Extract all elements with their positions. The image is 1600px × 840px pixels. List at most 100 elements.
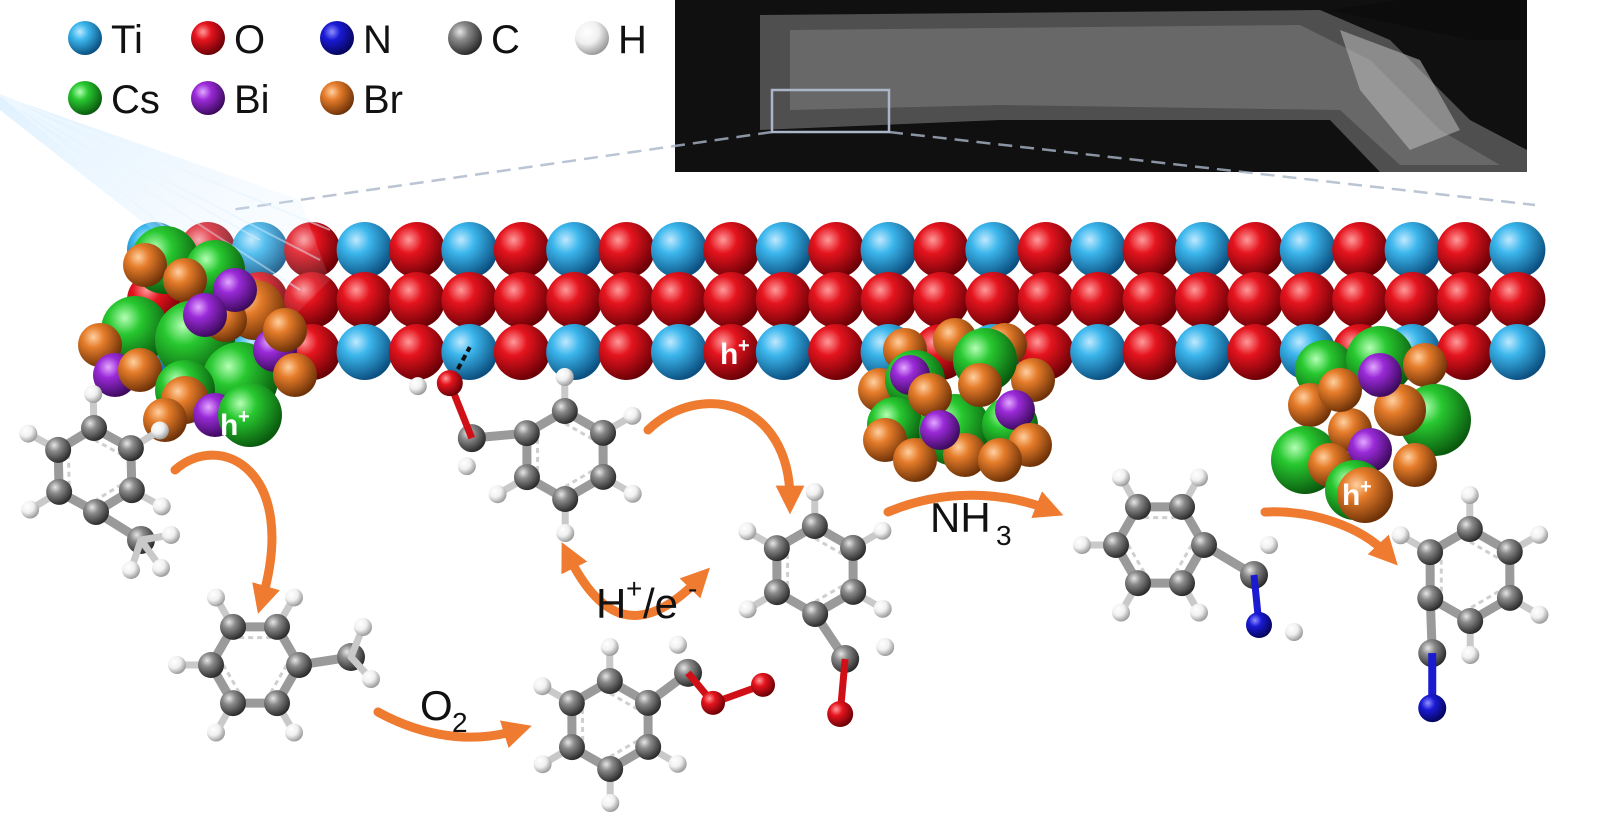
slab-o-atom <box>1437 272 1493 328</box>
hydrogen-atom <box>600 638 619 657</box>
tem-micrograph <box>229 0 1536 212</box>
slab-o-atom <box>1332 222 1389 278</box>
nh3-label: NH 3 <box>930 494 1012 551</box>
legend-item-cs: Cs <box>68 78 160 122</box>
carbon-atom <box>1103 532 1129 558</box>
br-atom <box>1318 368 1362 412</box>
slab-o-atom <box>1227 272 1284 328</box>
carbon-atom <box>81 415 108 442</box>
slab-o-atom <box>703 222 760 278</box>
br-atom <box>978 438 1022 482</box>
slab-o-atom <box>1122 324 1179 380</box>
hydrogen-atom <box>168 656 186 674</box>
slab-o-atom <box>965 272 1022 328</box>
e-minus-superscript: - <box>688 573 697 604</box>
hydrogen-atom <box>1112 468 1130 487</box>
legend-item-n: N <box>320 18 392 62</box>
legend-swatch-h <box>575 21 609 55</box>
slab-o-atom <box>913 272 969 328</box>
slab-o-atom <box>336 272 393 328</box>
hydrogen-atom <box>623 484 642 503</box>
legend-label-bi: Bi <box>234 78 270 122</box>
carbon-atom <box>1496 538 1523 565</box>
legend-label-n: N <box>363 18 392 62</box>
legend-item-o: O <box>191 18 265 62</box>
carbon-atom <box>264 690 290 717</box>
legend-item-h: H <box>575 18 647 62</box>
slab-ti-atom <box>1175 324 1231 380</box>
slab-o-atom <box>1227 222 1284 278</box>
br-atom <box>118 348 162 392</box>
br-atom <box>958 363 1002 407</box>
br-atom <box>1337 467 1393 523</box>
slab-ti-atom <box>651 324 707 380</box>
carbon-atom <box>590 463 617 490</box>
nh3-text: NH <box>930 494 991 541</box>
hydrogen-atom <box>1530 605 1549 624</box>
legend-swatch-n <box>320 21 354 55</box>
slab-ti-atom <box>1489 222 1546 278</box>
hydrogen-atom <box>738 600 757 619</box>
slab-ti-atom <box>1279 222 1336 278</box>
slab-o-atom <box>493 222 550 278</box>
slab-ti-atom <box>1489 324 1546 380</box>
slab-o-atom <box>808 222 865 278</box>
hole-symbol: h <box>720 338 738 371</box>
hole-symbol: h <box>1342 479 1360 512</box>
br-atom <box>1374 384 1426 436</box>
br-atom <box>263 308 307 352</box>
hydrogen-atom <box>555 368 574 387</box>
molecule-benzylperoxy <box>533 635 776 812</box>
hydrogen-atom <box>207 588 225 607</box>
slab-o-atom <box>1122 272 1179 328</box>
carbon-atom <box>551 398 578 425</box>
molecules <box>19 346 1549 812</box>
legend-item-c: C <box>448 18 520 62</box>
slab-o-atom <box>1227 324 1284 380</box>
legend-label-h: H <box>618 18 647 62</box>
hydrogen-atom <box>354 618 372 636</box>
hydrogen-atom <box>738 522 757 541</box>
hydrogen-atom <box>285 588 303 607</box>
slab-ti-atom <box>441 222 498 278</box>
slab-o-atom <box>389 324 445 380</box>
slab-hole: h+ <box>720 335 750 371</box>
slab-ti-atom <box>546 324 603 380</box>
hydrogen-atom <box>876 637 895 656</box>
legend-item-br: Br <box>320 78 403 122</box>
carbon-atom <box>118 477 145 504</box>
o2-subscript: 2 <box>452 707 468 738</box>
carbon-atom <box>763 535 790 562</box>
nh3-subscript: 3 <box>996 520 1012 551</box>
hydrogen-atom <box>601 793 620 812</box>
carbon-atom <box>1456 516 1483 543</box>
slab-o-atom <box>1017 222 1074 278</box>
carbon-atom <box>840 578 867 605</box>
legend-swatch-cs <box>68 81 102 115</box>
hydrogen-atom <box>873 521 892 540</box>
carbon-atom <box>558 734 585 761</box>
slab-ti-atom <box>336 324 393 380</box>
carbon-atom <box>1169 570 1195 597</box>
hydrogen-atom <box>84 385 103 404</box>
hydrogen-atom <box>1112 603 1130 622</box>
arrow-nh3 <box>883 490 1064 519</box>
slab-ti-atom <box>651 222 707 278</box>
legend-swatch-o <box>191 21 225 55</box>
hydrogen-atom <box>152 497 171 516</box>
h-plus-e-label: H + /e - <box>596 573 697 627</box>
cluster-left-hole: h+ <box>220 406 250 442</box>
nitrogen-atom <box>1246 612 1272 638</box>
molecule-toluene <box>19 385 180 579</box>
slab-o-atom <box>1384 272 1441 328</box>
hydrogen-atom <box>1190 468 1208 487</box>
hydrogen-atom <box>1530 525 1549 544</box>
carbon-atom <box>220 613 246 640</box>
slab-ti-atom <box>336 222 393 278</box>
hydrogen-atom <box>457 457 476 476</box>
slab-o-atom <box>755 272 812 328</box>
slab-ti-atom <box>860 222 917 278</box>
hole-symbol: h <box>220 409 238 442</box>
slab-o-atom <box>493 324 550 380</box>
hydrogen-atom <box>1073 536 1091 554</box>
